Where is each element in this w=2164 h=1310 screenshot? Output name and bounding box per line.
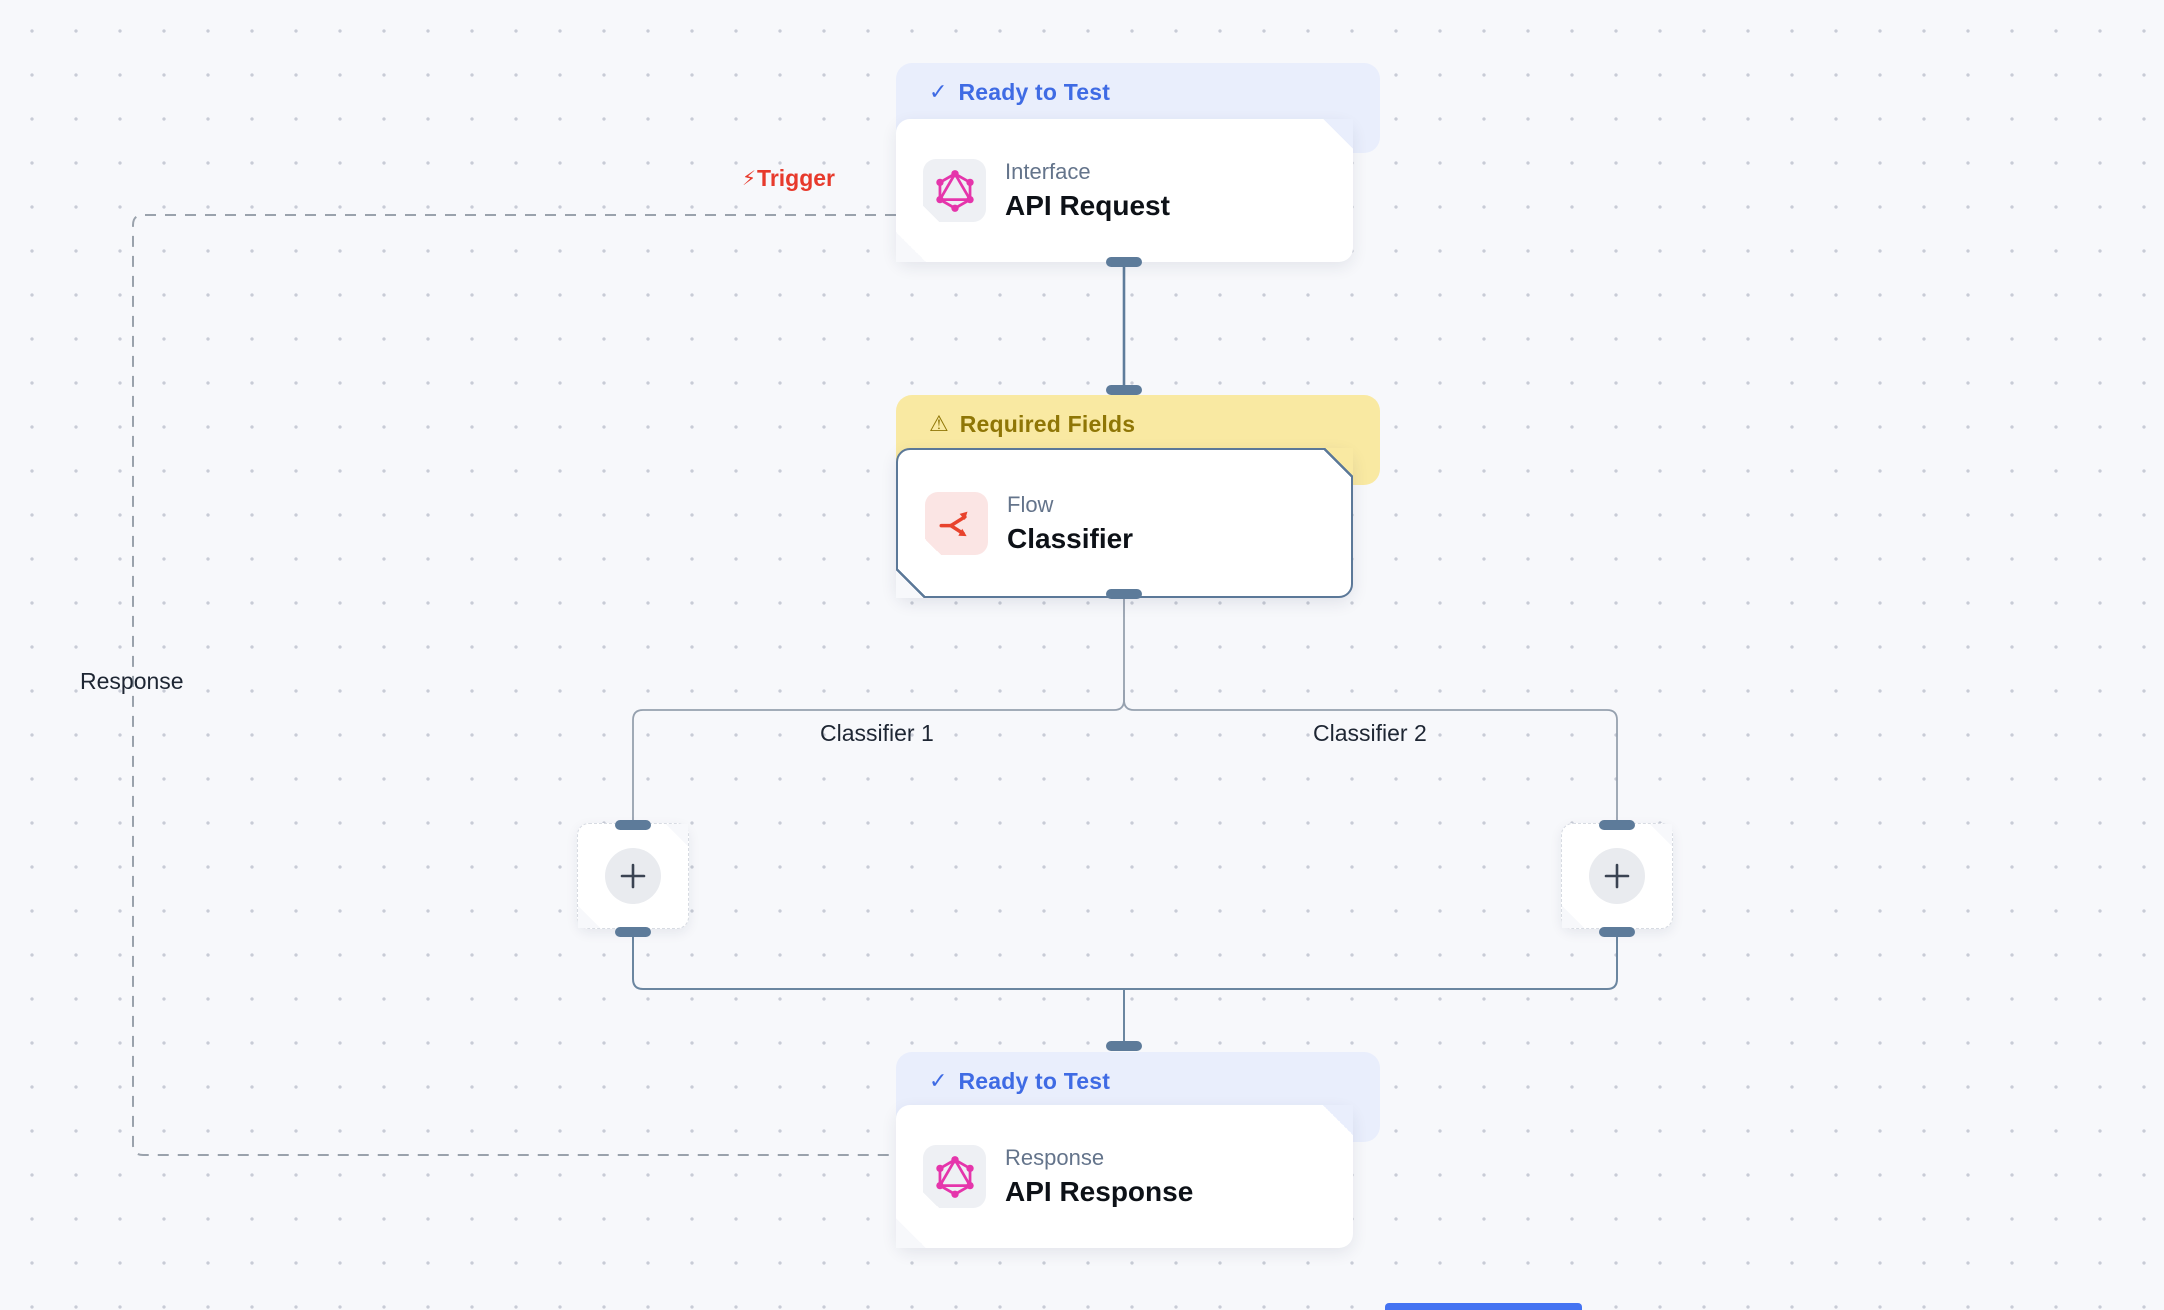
edge-classifier-branch-2[interactable] xyxy=(1123,690,1618,822)
tile-corner-cut xyxy=(923,1192,939,1208)
tile-corner-cut xyxy=(923,206,939,222)
bolt-icon: ⚡ xyxy=(742,168,757,190)
node-type-label: Flow xyxy=(1007,491,1054,517)
node-classifier-body[interactable]: Flow Classifier xyxy=(896,448,1353,598)
node-api-request-body[interactable]: Interface API Request xyxy=(896,119,1353,262)
graphql-icon xyxy=(935,169,974,212)
node-type-label: Interface xyxy=(1005,159,1091,184)
check-icon: ✓ xyxy=(929,79,948,104)
branch-label-classifier-1: Classifier 1 xyxy=(820,720,934,746)
corner-cut xyxy=(578,906,600,928)
port-classifier-out[interactable] xyxy=(1106,589,1142,599)
port-add-left-in[interactable] xyxy=(615,820,651,830)
corner-cut xyxy=(1562,906,1584,928)
port-add-right-in[interactable] xyxy=(1599,820,1635,830)
corner-cut xyxy=(1323,119,1353,149)
edge-classifier-branch-1[interactable] xyxy=(632,598,1125,822)
add-step-card-right[interactable] xyxy=(1561,823,1673,929)
warning-icon: ⚠ xyxy=(929,411,949,436)
corner-cut xyxy=(1323,448,1353,478)
add-step-button[interactable] xyxy=(1589,848,1645,904)
status-text: Ready to Test xyxy=(958,79,1111,105)
port-add-left-out[interactable] xyxy=(615,927,651,937)
status-text: Ready to Test xyxy=(958,1068,1111,1094)
status-text: Required Fields xyxy=(959,411,1136,437)
edge-merge[interactable] xyxy=(632,935,1618,990)
classifier-icon-tile xyxy=(925,491,988,555)
port-request-out[interactable] xyxy=(1106,257,1142,267)
corner-cut xyxy=(896,568,926,598)
corner-cut xyxy=(896,232,926,262)
branch-label-classifier-2: Classifier 2 xyxy=(1313,720,1427,746)
plus-icon xyxy=(1604,863,1630,889)
add-step-button[interactable] xyxy=(605,848,661,904)
port-add-right-out[interactable] xyxy=(1599,927,1635,937)
add-step-card-left[interactable] xyxy=(577,823,689,929)
edge-response-loop[interactable] xyxy=(132,214,896,1156)
graphql-icon xyxy=(935,1155,974,1198)
check-icon: ✓ xyxy=(929,1068,948,1093)
split-arrows-icon xyxy=(939,511,967,537)
node-api-request[interactable]: ✓ Ready to Test Int xyxy=(896,63,1380,262)
node-api-response[interactable]: ✓ Ready to Test Res xyxy=(896,1052,1380,1251)
node-title: API Response xyxy=(1005,1176,1194,1207)
corner-cut xyxy=(666,824,688,846)
response-loop-label: Response xyxy=(80,668,184,694)
node-title: Classifier xyxy=(1007,522,1134,554)
trigger-label: ⚡ Trigger xyxy=(742,165,836,191)
node-classifier[interactable]: ⚠ Required Fields xyxy=(896,395,1380,598)
node-type-label: Response xyxy=(1005,1145,1105,1170)
node-api-response-body[interactable]: Response API Response xyxy=(896,1105,1353,1248)
plus-icon xyxy=(620,863,646,889)
node-title: API Request xyxy=(1005,190,1170,221)
corner-cut xyxy=(1323,1105,1353,1135)
port-response-in[interactable] xyxy=(1106,1041,1142,1051)
tile-corner-cut xyxy=(925,538,941,555)
graphql-icon-tile xyxy=(923,159,986,222)
graphql-icon-tile xyxy=(923,1145,986,1208)
corner-cut xyxy=(896,1218,926,1248)
port-classifier-in[interactable] xyxy=(1106,385,1142,395)
corner-cut xyxy=(1650,824,1672,846)
horizontal-scrollbar-thumb[interactable] xyxy=(1385,1303,1582,1310)
